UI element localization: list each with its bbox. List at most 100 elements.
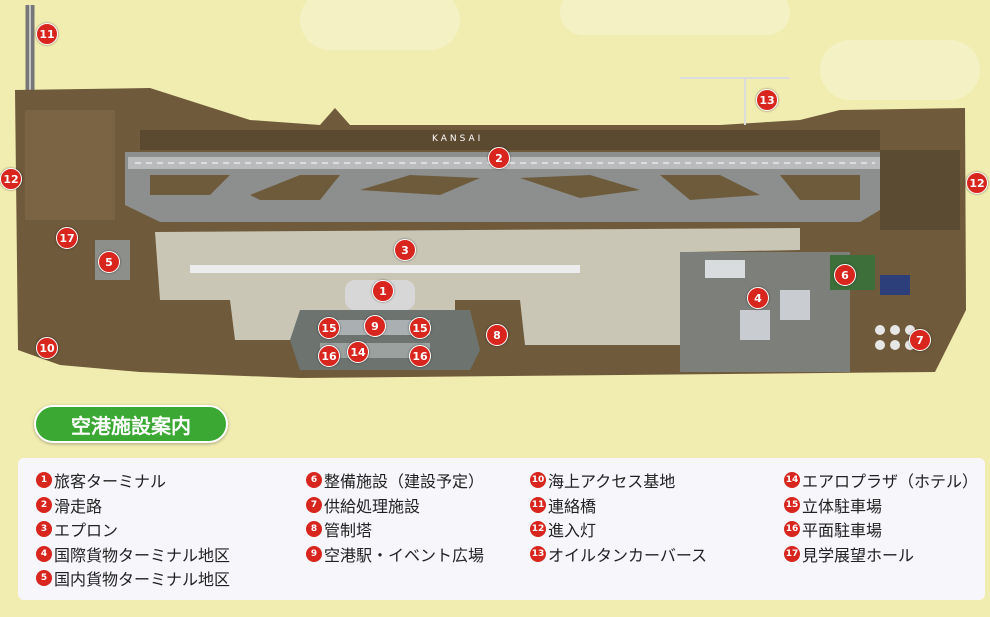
map-marker: 5	[98, 251, 120, 273]
map-marker: 7	[909, 329, 931, 351]
legend-label: 連絡橋	[548, 496, 597, 516]
map-marker: 6	[834, 264, 856, 286]
legend-label: 管制塔	[324, 521, 373, 541]
legend-number: 1	[36, 472, 52, 489]
grass	[360, 175, 480, 195]
background-decoration	[820, 40, 980, 100]
land-area	[880, 150, 960, 230]
legend-number: 8	[306, 521, 322, 538]
oil-tanker-berth	[680, 77, 790, 125]
legend-number: 13	[530, 545, 546, 562]
legend-number: 7	[306, 496, 322, 513]
legend-number: 3	[36, 521, 52, 538]
map-marker: 14	[347, 341, 369, 363]
grass	[250, 175, 340, 200]
map-marker: 12	[966, 172, 988, 194]
background-decoration	[560, 0, 790, 35]
legend-label: 滑走路	[54, 496, 103, 516]
land-strip	[140, 130, 880, 150]
legend-title: 空港施設案内	[34, 405, 228, 443]
legend-number: 15	[784, 496, 800, 513]
grass	[780, 175, 860, 200]
map-marker: 12	[0, 168, 22, 190]
map-marker: 10	[36, 337, 58, 359]
legend-number: 11	[530, 496, 546, 513]
building	[780, 290, 810, 320]
legend-label: 国内貨物ターミナル地区	[54, 570, 231, 590]
map-marker: 16	[318, 345, 340, 367]
terminal-wing	[190, 265, 580, 273]
building	[880, 275, 910, 295]
legend-label: 旅客ターミナル	[54, 472, 167, 492]
legend-label: 立体駐車場	[802, 496, 883, 516]
map-marker: 2	[488, 147, 510, 169]
legend-number: 14	[784, 472, 800, 489]
map-marker: 11	[36, 23, 58, 45]
runway-area	[125, 152, 880, 222]
map-marker: 13	[756, 89, 778, 111]
grass	[660, 175, 760, 200]
legend-label: 整備施設（建設予定）	[324, 472, 485, 492]
legend-number: 2	[36, 496, 52, 513]
legend-number: 17	[784, 545, 800, 562]
fuel-tanks	[875, 325, 915, 350]
legend-label: エプロン	[54, 521, 119, 541]
airport-aerial-map	[15, 5, 966, 378]
map-marker: 8	[486, 324, 508, 346]
legend-label: 供給処理施設	[324, 496, 421, 516]
map-marker: 4	[747, 287, 769, 309]
legend-label: 見学展望ホール	[802, 545, 915, 565]
legend-number: 12	[530, 521, 546, 538]
legend-label: 空港駅・イベント広場	[324, 545, 485, 565]
legend-number: 9	[306, 545, 322, 562]
map-marker: 17	[56, 227, 78, 249]
grass	[520, 175, 640, 198]
map-marker: 15	[409, 317, 431, 339]
legend-label: 海上アクセス基地	[548, 472, 676, 492]
building	[705, 260, 745, 278]
building	[740, 310, 770, 340]
grass	[150, 175, 230, 195]
legend-number: 5	[36, 570, 52, 587]
legend-number: 6	[306, 472, 322, 489]
map-marker: 9	[364, 315, 386, 337]
land-area	[25, 110, 115, 220]
legend-label: 国際貨物ターミナル地区	[54, 545, 231, 565]
legend-number: 16	[784, 521, 800, 538]
legend-number: 4	[36, 545, 52, 562]
background-decoration	[300, 0, 460, 50]
map-marker: 16	[409, 345, 431, 367]
map-marker: 15	[318, 317, 340, 339]
legend-number: 10	[530, 472, 546, 489]
map-marker: 3	[394, 239, 416, 261]
legend-label: オイルタンカーバース	[548, 545, 708, 565]
legend-label: 進入灯	[548, 521, 597, 541]
map-marker: 1	[372, 280, 394, 302]
legend-label: 平面駐車場	[802, 521, 883, 541]
legend-label: エアロプラザ（ホテル）	[802, 472, 979, 492]
runway-label: KANSAI	[432, 134, 484, 144]
